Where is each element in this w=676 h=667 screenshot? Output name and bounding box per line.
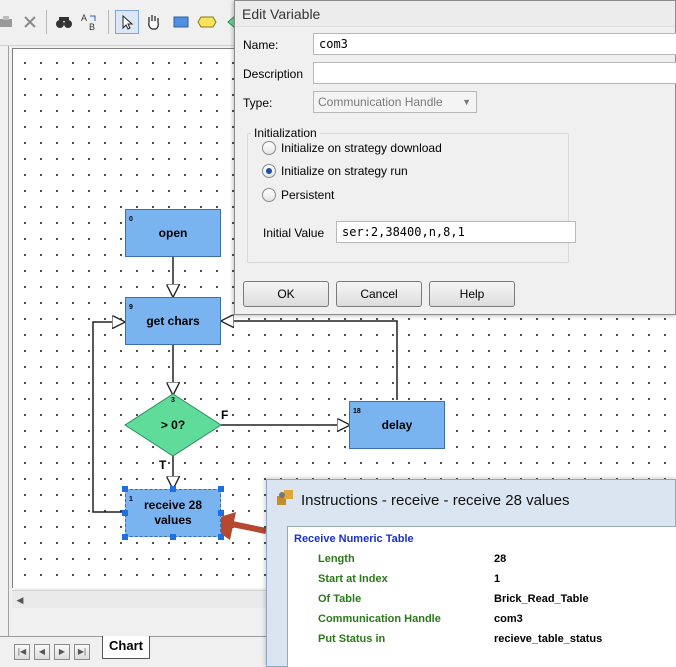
edge-label-false: F [221,408,229,422]
selection-handle[interactable] [218,510,224,516]
description-field[interactable] [313,62,676,84]
block-open[interactable]: 0 open [125,209,221,257]
param-name: Put Status in [318,633,386,645]
find-icon[interactable] [52,10,76,34]
cancel-button[interactable]: Cancel [336,281,422,307]
type-select[interactable]: Communication Handle ▼ [313,91,477,113]
svg-text:B: B [89,22,95,32]
tab-chart[interactable]: Chart [102,636,150,659]
block-number: 18 [353,408,361,415]
radio-initialize-run[interactable]: Initialize on strategy run [262,164,408,178]
delete-icon[interactable] [18,10,42,34]
param-value: 28 [494,553,507,565]
instruction-heading: Receive Numeric Table [294,533,414,545]
name-field[interactable]: com3 [313,33,676,55]
selection-handle[interactable] [170,534,176,540]
radio-button-icon [262,188,276,202]
edit-variable-dialog: Edit Variable Name: com3 Description Typ… [234,0,676,315]
initial-value-field[interactable]: ser:2,38400,n,8,1 [336,221,576,243]
instructions-window: Instructions - receive - receive 28 valu… [266,479,676,667]
block-label: delay [381,417,413,432]
block-label: open [158,225,188,240]
radio-label: Initialize on strategy run [281,164,408,178]
condition-block-icon[interactable] [195,10,219,34]
dialog-title: Edit Variable [235,1,675,27]
param-name: Start at Index [318,573,388,585]
type-select-value: Communication Handle [318,95,443,109]
toolbar-separator [46,10,47,34]
block-get-chars[interactable]: 9 get chars [125,297,221,345]
param-name: Length [318,553,355,565]
type-label: Type: [243,96,273,110]
block-label: receive 28 values [144,498,202,528]
toolbar-separator [108,10,109,34]
selection-handle[interactable] [122,534,128,540]
block-label: > 0? [160,418,186,432]
block-number: 3 [171,397,175,404]
prev-tab-icon[interactable]: ◀ [34,644,50,660]
block-receive-28-values[interactable]: 1 receive 28 values [125,489,221,537]
block-label-line1: receive 28 [143,498,203,512]
initialization-group-label: Initialization [251,126,320,140]
name-label: Name: [243,38,279,52]
radio-button-selected-icon [262,164,276,178]
ok-button[interactable]: OK [243,281,329,307]
selection-handle[interactable] [218,486,224,492]
radio-persistent[interactable]: Persistent [262,188,334,202]
next-tab-icon[interactable]: ▶ [54,644,70,660]
instructions-titlebar[interactable]: Instructions - receive - receive 28 valu… [267,480,675,520]
radio-initialize-download[interactable]: Initialize on strategy download [262,141,442,155]
selection-handle[interactable] [122,510,128,516]
condition-block-shape[interactable] [124,393,222,457]
first-tab-icon[interactable]: |◀ [14,644,30,660]
description-label: Description [243,67,304,81]
radio-button-icon [262,141,276,155]
action-block-icon[interactable] [169,10,193,34]
param-name: Communication Handle [318,613,441,625]
help-button[interactable]: Help [429,281,515,307]
pan-hand-icon[interactable] [141,10,165,34]
scroll-left-icon[interactable]: ◀ [16,595,24,605]
selection-handle[interactable] [122,486,128,492]
block-number: 0 [129,216,133,223]
chart-left-margin [0,46,9,636]
tool-icon[interactable] [0,10,18,34]
initialization-group: Initialization Initialize on strategy do… [247,126,576,263]
radio-label: Persistent [281,188,335,202]
chevron-down-icon: ▼ [462,97,471,107]
annotation-arrow [231,521,267,534]
selection-handle[interactable] [218,534,224,540]
param-value: recieve_table_status [494,633,603,645]
param-name: Of Table [318,593,362,605]
selection-handle[interactable] [170,486,176,492]
initial-value-label: Initial Value [263,226,325,240]
param-value: com3 [494,613,523,625]
block-label: get chars [146,313,200,328]
edge-label-true: T [159,458,167,472]
instructions-body: Receive Numeric Table Length 28 Start at… [287,526,676,667]
block-label-line2: values [154,513,192,527]
block-delay[interactable]: 18 delay [349,401,445,449]
svg-text:A: A [81,13,87,23]
param-value: 1 [494,573,501,585]
instructions-title: Instructions - receive - receive 28 valu… [301,491,570,509]
condition-block[interactable]: 3 > 0? [125,394,221,456]
select-pointer-icon[interactable] [115,10,139,34]
radio-label: Initialize on strategy download [281,141,442,155]
block-number: 9 [129,304,133,311]
block-number: 1 [129,496,133,503]
last-tab-icon[interactable]: ▶| [74,644,90,660]
instructions-app-icon [275,488,295,512]
param-value: Brick_Read_Table [494,593,589,605]
